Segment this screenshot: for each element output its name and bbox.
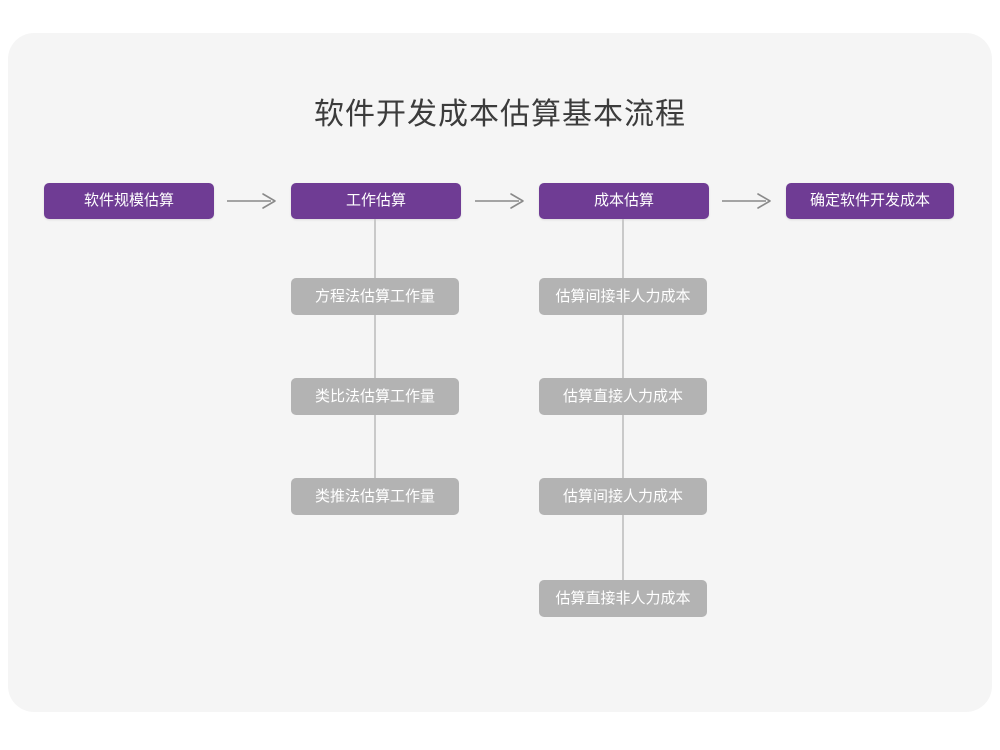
connector-cost-1 bbox=[622, 219, 624, 278]
diagram-card bbox=[8, 33, 992, 712]
flow-arrow-icon-2 bbox=[473, 190, 527, 212]
substep-box-work-3[interactable]: 类推法估算工作量 bbox=[291, 478, 459, 515]
connector-cost-3 bbox=[622, 415, 624, 478]
substep-box-cost-4[interactable]: 估算直接非人力成本 bbox=[539, 580, 707, 617]
connector-work-1 bbox=[374, 219, 376, 278]
flow-arrow-icon-1 bbox=[225, 190, 279, 212]
substep-box-cost-3[interactable]: 估算间接人力成本 bbox=[539, 478, 707, 515]
connector-cost-4 bbox=[622, 515, 624, 580]
substep-box-cost-1[interactable]: 估算间接非人力成本 bbox=[539, 278, 707, 315]
stage-box-work-estimation[interactable]: 工作估算 bbox=[291, 183, 461, 219]
substep-box-work-2[interactable]: 类比法估算工作量 bbox=[291, 378, 459, 415]
stage-box-determine-development-cost[interactable]: 确定软件开发成本 bbox=[786, 183, 954, 219]
connector-work-2 bbox=[374, 315, 376, 378]
substep-box-work-1[interactable]: 方程法估算工作量 bbox=[291, 278, 459, 315]
page-title: 软件开发成本估算基本流程 bbox=[314, 98, 686, 131]
stage-box-software-size-estimation[interactable]: 软件规模估算 bbox=[44, 183, 214, 219]
stage-box-cost-estimation[interactable]: 成本估算 bbox=[539, 183, 709, 219]
substep-box-cost-2[interactable]: 估算直接人力成本 bbox=[539, 378, 707, 415]
flow-arrow-icon-3 bbox=[720, 190, 774, 212]
connector-cost-2 bbox=[622, 315, 624, 378]
connector-work-3 bbox=[374, 415, 376, 478]
